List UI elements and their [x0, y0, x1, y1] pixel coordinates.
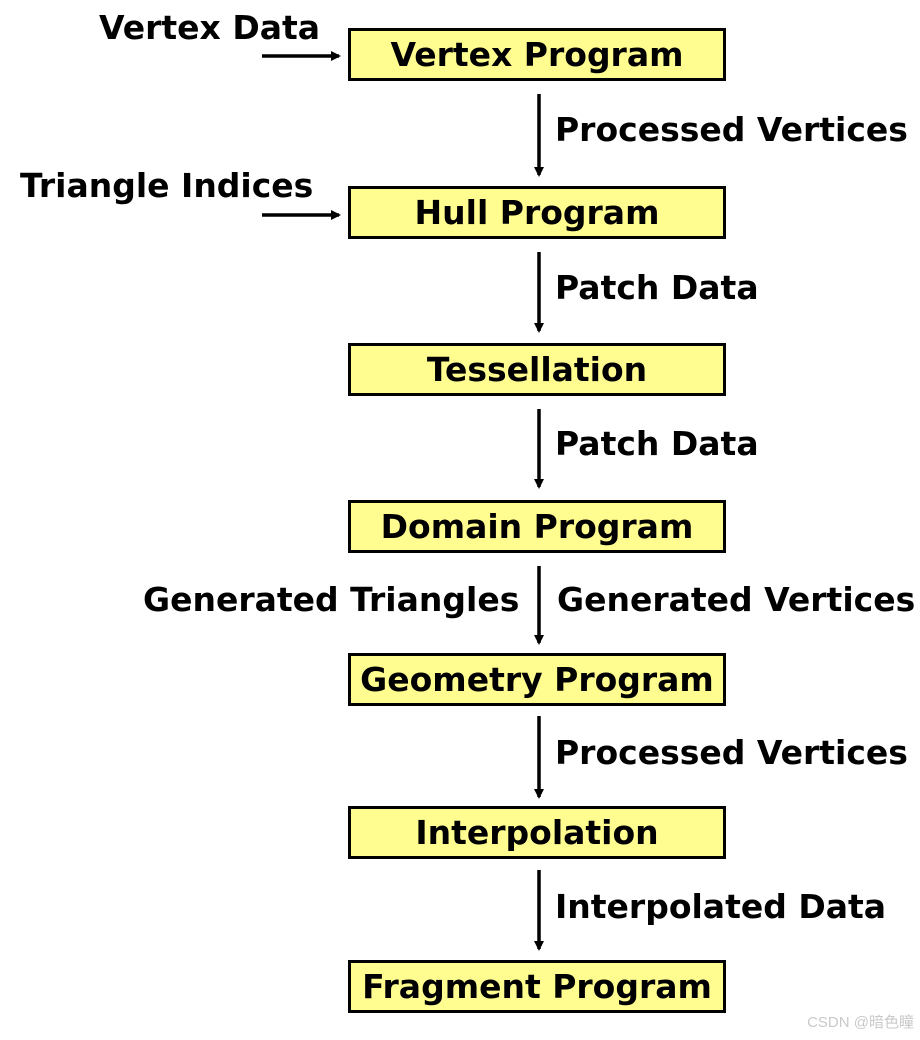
stage-hull-program: Hull Program [348, 186, 726, 239]
edge-label-generated-triangles: Generated Triangles [143, 580, 520, 619]
input-label-vertex-data: Vertex Data [99, 8, 321, 47]
edge-label-processed-vertices: Processed Vertices [555, 733, 908, 772]
stage-label: Geometry Program [360, 660, 714, 699]
stage-domain-program: Domain Program [348, 500, 726, 553]
edge-label-patch-data: Patch Data [555, 424, 759, 463]
stage-tessellation: Tessellation [348, 343, 726, 396]
stage-label: Vertex Program [390, 35, 684, 74]
edge-label-patch-data: Patch Data [555, 268, 759, 307]
stage-label: Hull Program [414, 193, 660, 232]
edge-label-interpolated-data: Interpolated Data [555, 887, 887, 926]
stage-vertex-program: Vertex Program [348, 28, 726, 81]
stage-label: Domain Program [380, 507, 694, 546]
edge-label-generated-vertices: Generated Vertices [557, 580, 916, 619]
stage-label: Interpolation [415, 813, 659, 852]
stage-label: Tessellation [426, 350, 648, 389]
stage-label: Fragment Program [362, 967, 712, 1006]
edge-label-processed-vertices: Processed Vertices [555, 110, 908, 149]
stage-interpolation: Interpolation [348, 806, 726, 859]
stage-geometry-program: Geometry Program [348, 653, 726, 706]
input-label-triangle-indices: Triangle Indices [20, 166, 314, 205]
stage-fragment-program: Fragment Program [348, 960, 726, 1013]
watermark: CSDN @暗色瞳 [807, 1014, 914, 1031]
